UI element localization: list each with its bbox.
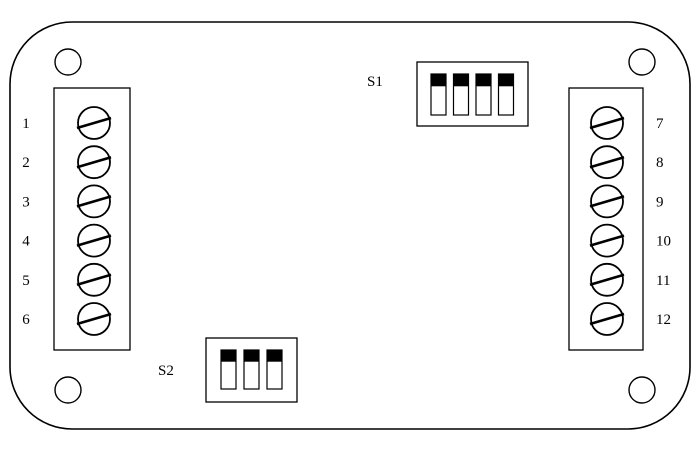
terminal-number-label: 3	[22, 194, 30, 210]
terminal-number-label: 11	[656, 273, 670, 289]
switch-s1-label: S1	[367, 74, 383, 90]
dip-switch-actuator	[476, 74, 491, 87]
right-terminal-group: 7 8 9 10 11 12	[589, 106, 671, 336]
left-terminal-6: 6	[22, 302, 112, 336]
board-outline	[9, 21, 691, 430]
screw-slot	[589, 116, 625, 130]
mounting-holes	[54, 48, 656, 404]
screw-slot	[76, 273, 112, 287]
switch-s2-body	[205, 337, 298, 403]
terminal-number-label: 5	[22, 273, 30, 289]
mounting-hole-top-right	[628, 48, 656, 76]
dip-switch-actuator	[267, 350, 282, 362]
right-terminal-6: 12	[589, 302, 671, 336]
switch-s2-label: S2	[158, 363, 174, 379]
dip-switch-actuator	[498, 74, 514, 87]
screw-slot	[76, 195, 112, 208]
mounting-hole-top-left	[54, 48, 82, 76]
dip-switch-position-1	[430, 73, 447, 116]
right-terminal-block	[568, 87, 644, 351]
dip-switch-position-3	[475, 73, 492, 116]
terminal-number-label: 6	[22, 312, 30, 328]
dip-switch-actuator	[244, 350, 259, 362]
mounting-hole-bottom-left	[54, 376, 82, 404]
screw-slot	[76, 155, 112, 169]
switch-s1-body	[416, 61, 529, 127]
left-terminal-3: 3	[22, 184, 112, 219]
dip-switch-actuator	[221, 350, 236, 362]
mounting-hole-bottom-right	[628, 376, 656, 404]
terminal-number-label: 1	[22, 116, 30, 132]
screw-slot	[589, 273, 625, 287]
terminal-number-label: 4	[22, 234, 30, 250]
terminal-number-label: 7	[656, 116, 664, 132]
left-terminal-1: 1	[22, 106, 112, 140]
terminal-number-label: 10	[656, 234, 671, 250]
screw-slot	[589, 312, 625, 326]
screw-slot	[589, 195, 625, 208]
dip-switch-position-2	[452, 73, 470, 116]
right-terminal-2: 8	[589, 145, 664, 180]
right-terminal-3: 9	[589, 184, 664, 219]
left-terminal-group: 1 2 3 4 5 6	[22, 106, 112, 336]
dip-switch-position-1	[220, 349, 237, 390]
terminal-number-label: 8	[656, 155, 664, 171]
terminal-number-label: 12	[656, 312, 671, 328]
dip-switch-position-4	[497, 73, 515, 116]
left-terminal-block	[53, 87, 131, 351]
screw-slot	[76, 312, 112, 326]
dip-switch-position-2	[243, 349, 260, 390]
right-terminal-4: 10	[589, 223, 671, 258]
left-terminal-5: 5	[22, 262, 112, 297]
terminal-number-label: 9	[656, 194, 664, 210]
dip-switch-actuator	[453, 74, 469, 87]
left-terminal-2: 2	[22, 145, 112, 180]
switch-s1-positions	[430, 73, 515, 116]
right-terminal-1: 7	[589, 106, 664, 140]
screw-slot	[589, 155, 625, 169]
left-terminal-4: 4	[22, 223, 112, 258]
dip-switch-position-3	[266, 349, 283, 390]
screw-slot	[589, 234, 625, 247]
terminal-number-label: 2	[22, 155, 30, 171]
switch-s2-positions	[220, 349, 283, 390]
screw-slot	[76, 116, 112, 130]
dip-switch-actuator	[431, 74, 446, 87]
right-terminal-5: 11	[589, 262, 670, 297]
screw-slot	[76, 234, 112, 247]
